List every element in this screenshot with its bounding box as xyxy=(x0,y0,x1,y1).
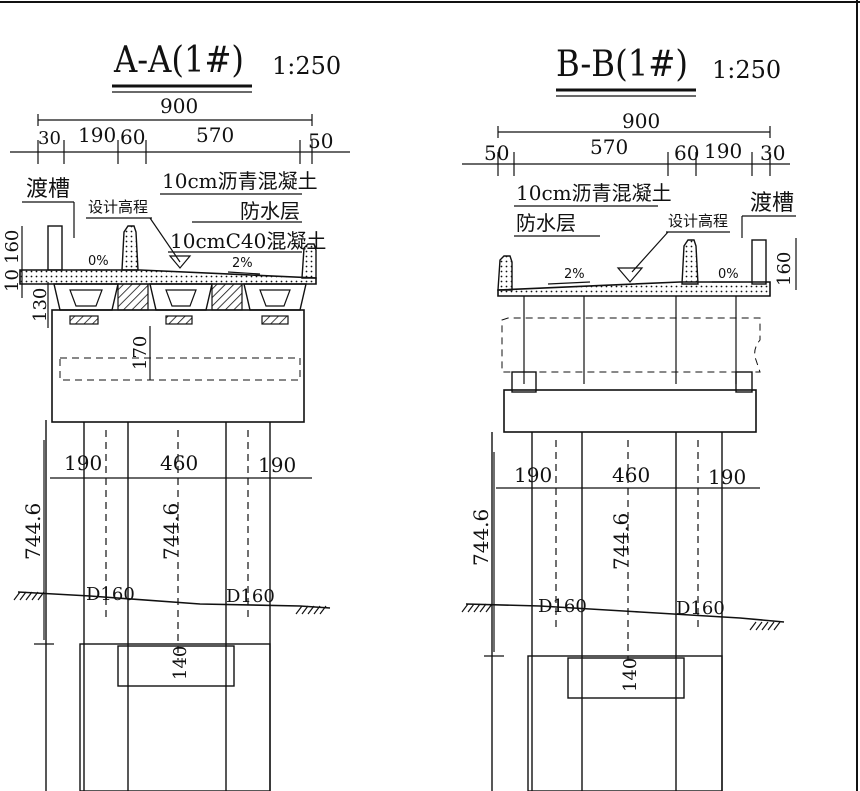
left-edge-barrier xyxy=(301,243,317,279)
left-dim-total: 900 xyxy=(160,94,198,118)
left-bearing-2 xyxy=(165,315,193,325)
left-cap-beam xyxy=(51,309,305,423)
left-slope-left: 0% xyxy=(88,254,109,269)
left-ground-line xyxy=(17,591,331,609)
right-cap-dashed-outline xyxy=(501,317,761,373)
left-pile-spacing-left: 190 xyxy=(64,451,102,475)
left-deck-slab xyxy=(19,269,317,285)
left-pile-diameter-right: D160 xyxy=(226,586,275,607)
right-pile-length-outer: 744.6 xyxy=(469,509,493,566)
left-dim-3: 60 xyxy=(120,125,145,149)
left-dim-4: 570 xyxy=(196,123,234,147)
left-flume-label: 渡槽 xyxy=(26,177,70,202)
left-pile-spacing-mid: 460 xyxy=(160,451,198,475)
right-asphalt-label: 10cm沥青混凝土 xyxy=(516,181,672,205)
right-cap-dim: 140 xyxy=(620,658,641,692)
left-box-girders xyxy=(53,283,307,311)
right-dim-2: 570 xyxy=(590,135,628,159)
right-design-elev-marker xyxy=(616,267,644,283)
left-side-dim-160: 160 xyxy=(2,230,23,264)
right-dim-4: 190 xyxy=(704,139,742,163)
left-pile-cap xyxy=(79,643,271,791)
right-pile-spacing-left: 190 xyxy=(514,463,552,487)
right-dim-total: 900 xyxy=(622,109,660,133)
left-cap-dim: 140 xyxy=(170,646,191,680)
left-c40-label: 10cmC40混凝土 xyxy=(170,229,326,253)
right-waterproof-label: 防水层 xyxy=(516,211,576,235)
left-median-barrier xyxy=(121,225,139,271)
left-section-scale: 1:250 xyxy=(272,52,341,80)
left-joint-fill-1 xyxy=(117,283,149,311)
right-section-scale: 1:250 xyxy=(712,56,781,84)
left-pile-length-inner: 744.6 xyxy=(159,503,183,560)
left-side-dim-10: 10 xyxy=(2,269,23,292)
right-dim-1: 50 xyxy=(484,141,509,165)
left-side-dim-130: 130 xyxy=(30,288,51,322)
left-bearing-1 xyxy=(69,315,99,325)
right-pile-spacing-mid: 460 xyxy=(612,463,650,487)
left-waterproof-label: 防水层 xyxy=(240,199,300,223)
right-cap-beam xyxy=(503,389,757,433)
right-flume-wall xyxy=(751,239,767,285)
right-pile-length-inner: 744.6 xyxy=(609,513,633,570)
right-slope-left: 2% xyxy=(564,267,585,282)
right-pile-cap xyxy=(527,655,723,791)
left-asphalt-label: 10cm沥青混凝土 xyxy=(162,169,318,193)
right-side-dim-160: 160 xyxy=(774,252,795,286)
left-flume-wall xyxy=(47,225,63,271)
right-edge-barrier xyxy=(497,255,513,291)
right-section-title: B-B(1#) xyxy=(556,44,688,85)
right-median-barrier xyxy=(681,239,699,285)
left-dim-2: 190 xyxy=(78,123,116,147)
left-side-dim-170: 170 xyxy=(130,336,151,370)
right-flume-label: 渡槽 xyxy=(750,191,794,216)
right-deck-slab xyxy=(497,281,771,297)
left-slope-right: 2% xyxy=(232,256,253,271)
left-pile-spacing-right: 190 xyxy=(258,453,296,477)
right-pile-cap-inner xyxy=(567,657,685,699)
left-design-elev-label: 设计高程 xyxy=(88,198,148,216)
right-pile-diameter-left: D160 xyxy=(538,596,587,617)
left-dim-1: 30 xyxy=(38,128,61,149)
right-dim-5: 30 xyxy=(760,141,785,165)
right-slope-right: 0% xyxy=(718,267,739,282)
right-ground-hatch xyxy=(461,603,781,631)
right-design-elev-label: 设计高程 xyxy=(668,212,728,230)
right-dim-3: 60 xyxy=(674,141,699,165)
left-pile-diameter-left: D160 xyxy=(86,584,135,605)
left-bearing-3 xyxy=(261,315,289,325)
left-design-elev-marker xyxy=(168,255,192,269)
right-pile-diameter-right: D160 xyxy=(676,598,725,619)
left-pile-length-outer: 744.6 xyxy=(21,503,45,560)
left-section: A-A(1#) 1:250 900 30 190 60 570 50 渡槽 10… xyxy=(2,40,350,791)
left-ground-hatch xyxy=(13,591,327,615)
right-pile-spacing-right: 190 xyxy=(708,465,746,489)
left-joint-fill-2 xyxy=(211,283,243,311)
right-section: B-B(1#) 1:250 900 50 570 60 190 30 10cm沥… xyxy=(461,44,797,791)
right-ground-line xyxy=(465,603,785,623)
left-pile-cap-inner xyxy=(117,645,235,687)
left-section-title: A-A(1#) xyxy=(113,40,244,81)
